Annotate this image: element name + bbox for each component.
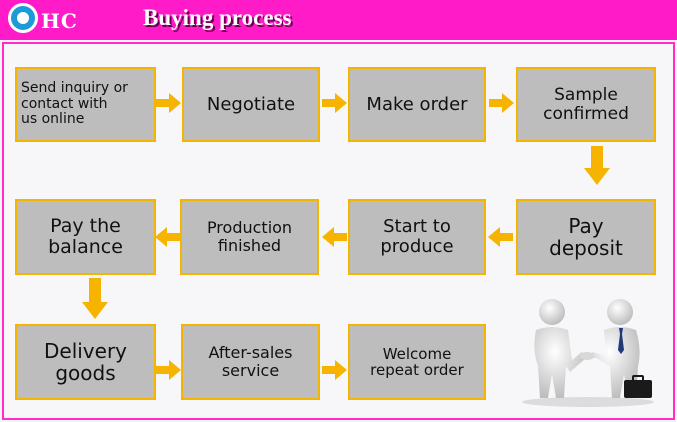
step-label: Sample confirmed <box>543 84 629 124</box>
header-bar: HC Buying process <box>0 0 677 40</box>
logo-ring-icon <box>8 3 38 33</box>
step-negotiate: Negotiate <box>182 67 320 142</box>
arrow-right-icon <box>489 93 514 113</box>
page-title: Buying process <box>143 5 292 30</box>
arrow-right-icon <box>156 93 181 113</box>
step-pay-deposit: Pay deposit <box>516 199 656 275</box>
handshake-figures-icon <box>522 299 654 407</box>
step-production-finished: Production finished <box>180 199 319 275</box>
step-label: Pay deposit <box>549 214 623 260</box>
step-start-to-produce: Start to produce <box>348 199 486 275</box>
step-label: Production finished <box>206 218 293 255</box>
step-label: Make order <box>366 93 468 115</box>
step-label: Start to produce <box>380 216 454 257</box>
step-label: After-sales service <box>208 343 293 380</box>
step-make-order: Make order <box>348 67 486 142</box>
step-label: Pay the balance <box>48 215 123 258</box>
step-sample-confirmed: Sample confirmed <box>516 67 656 142</box>
arrow-right-icon <box>156 360 181 380</box>
company-logo: HC <box>8 3 88 39</box>
step-delivery-goods: Delivery goods <box>15 324 156 400</box>
arrow-left-icon <box>155 227 180 247</box>
step-label: Negotiate <box>206 93 296 115</box>
step-pay-balance: Pay the balance <box>15 199 156 275</box>
arrow-left-icon <box>322 227 347 247</box>
arrow-down-icon <box>82 278 108 319</box>
step-label: Send inquiry or contact with us online <box>21 80 128 128</box>
briefcase-icon <box>624 375 652 398</box>
step-label: Delivery goods <box>43 339 128 385</box>
arrow-down-icon <box>584 146 610 185</box>
arrow-left-icon <box>488 227 513 247</box>
logo-text: HC <box>41 9 78 33</box>
step-label: Welcome repeat order <box>370 344 464 379</box>
arrow-right-icon <box>322 360 347 380</box>
step-welcome-repeat-order: Welcome repeat order <box>348 324 486 400</box>
step-send-inquiry: Send inquiry or contact with us online <box>15 67 156 142</box>
step-after-sales-service: After-sales service <box>181 324 320 400</box>
arrow-right-icon <box>322 93 347 113</box>
